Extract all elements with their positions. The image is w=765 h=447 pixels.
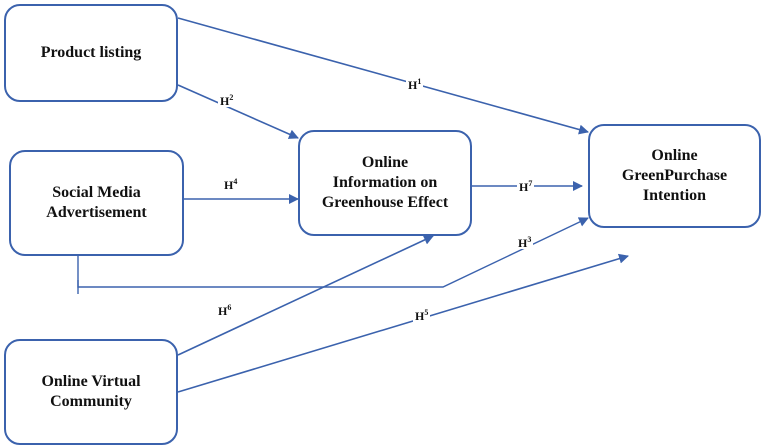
edge-h1 (177, 17, 589, 135)
node-online-information-label: Online Information on Greenhouse Effect (321, 154, 449, 211)
node-product-listing-label: Product listing (40, 44, 142, 61)
edge-h2 (177, 84, 299, 139)
node-social-media-label: Social Media Advertisement (46, 184, 147, 221)
label-h6: H6 (216, 303, 234, 318)
node-product-listing: Product listing (4, 4, 178, 102)
label-h4: H4 (222, 177, 240, 192)
node-online-virtual-label: Online Virtual Community (41, 373, 141, 410)
node-green-purchase-intention: Online GreenPurchase Intention (588, 124, 761, 228)
label-h1: H1 (406, 77, 424, 92)
label-h7: H7 (517, 179, 535, 194)
edge-h3 (77, 217, 589, 288)
node-online-virtual-community: Online Virtual Community (4, 339, 178, 445)
edge-h6 (177, 235, 434, 356)
label-h5: H5 (413, 308, 431, 323)
node-social-media-advertisement: Social Media Advertisement (9, 150, 184, 256)
node-green-purchase-label: Online GreenPurchase Intention (621, 147, 728, 204)
edge-h5 (177, 253, 629, 393)
label-h2: H2 (218, 93, 236, 108)
node-online-information: Online Information on Greenhouse Effect (298, 130, 472, 236)
label-h3: H3 (516, 235, 534, 250)
